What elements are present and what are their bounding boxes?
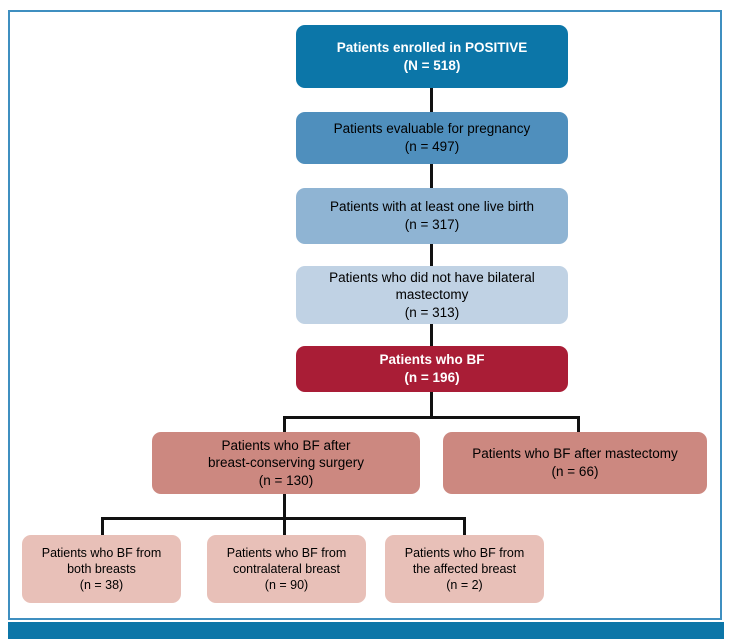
node-patients-enrolled[interactable]: Patients enrolled in POSITIVE (N = 518) [296, 25, 568, 88]
node-livebirth-label: Patients with at least one live birth [329, 199, 535, 215]
node-contralateral-label-line1: Patients who BF from [226, 545, 347, 560]
node-nobilateral-label-line2: mastectomy [395, 287, 469, 303]
connector-bcs-to-both-breasts [101, 517, 104, 535]
node-bf-bcs-label-line1: Patients who BF after [221, 437, 351, 453]
node-contralateral-count: (n = 90) [264, 578, 309, 593]
node-nobilateral-count: (n = 313) [404, 304, 460, 320]
connector-bf-to-bcs [283, 416, 286, 432]
node-bf-from-affected-breast[interactable]: Patients who BF from the affected breast… [385, 535, 544, 603]
figure-footer-bar [8, 622, 724, 639]
connector-enrolled-to-evaluable [430, 88, 433, 112]
node-no-bilateral-mastectomy[interactable]: Patients who did not have bilateral mast… [296, 266, 568, 324]
connector-bcs-stem [283, 494, 286, 518]
node-nobilateral-label-line1: Patients who did not have bilateral [329, 269, 535, 285]
node-affected-label-line1: Patients who BF from [404, 545, 525, 560]
node-affected-count: (n = 2) [446, 578, 483, 593]
connector-nobilateral-to-bf [430, 324, 433, 346]
connector-bf-to-mastectomy [577, 416, 580, 432]
node-both-breasts-label-line2: both breasts [67, 561, 136, 576]
node-bf-after-breast-conserving-surgery[interactable]: Patients who BF after breast-conserving … [152, 432, 420, 494]
figure-panel-border [8, 10, 722, 620]
node-bf-mastectomy-count: (n = 66) [551, 464, 599, 479]
node-patients-who-bf[interactable]: Patients who BF (n = 196) [296, 346, 568, 392]
node-patients-live-birth[interactable]: Patients with at least one live birth (n… [296, 188, 568, 244]
connector-bcs-to-affected [463, 517, 466, 535]
node-contralateral-label-line2: contralateral breast [232, 561, 340, 576]
node-bf-mastectomy-label: Patients who BF after mastectomy [472, 446, 678, 462]
flowchart-canvas: Patients enrolled in POSITIVE (N = 518) … [22, 25, 707, 603]
connector-bcs-to-contralateral [283, 517, 286, 535]
node-enrolled-label: Patients enrolled in POSITIVE [336, 39, 528, 55]
connector-bf-stem [430, 392, 433, 418]
node-livebirth-count: (n = 317) [404, 217, 460, 232]
connector-bf-split-bar [283, 416, 580, 419]
node-enrolled-count: (N = 518) [403, 57, 461, 73]
node-bf-from-contralateral-breast[interactable]: Patients who BF from contralateral breas… [207, 535, 366, 603]
node-affected-label-line2: the affected breast [412, 561, 517, 576]
node-bf-bcs-label-line2: breast-conserving surgery [207, 455, 365, 471]
node-evaluable-label: Patients evaluable for pregnancy [333, 121, 531, 137]
connector-livebirth-to-nobilateral [430, 244, 433, 266]
node-patients-evaluable[interactable]: Patients evaluable for pregnancy (n = 49… [296, 112, 568, 164]
node-bf-label: Patients who BF [379, 352, 485, 368]
node-bf-after-mastectomy[interactable]: Patients who BF after mastectomy (n = 66… [443, 432, 707, 494]
node-both-breasts-count: (n = 38) [79, 578, 124, 593]
node-bf-count: (n = 196) [404, 370, 460, 385]
node-evaluable-count: (n = 497) [404, 139, 460, 154]
node-bf-bcs-count: (n = 130) [258, 472, 314, 488]
connector-evaluable-to-livebirth [430, 164, 433, 188]
node-both-breasts-label-line1: Patients who BF from [41, 545, 162, 560]
node-bf-from-both-breasts[interactable]: Patients who BF from both breasts (n = 3… [22, 535, 181, 603]
